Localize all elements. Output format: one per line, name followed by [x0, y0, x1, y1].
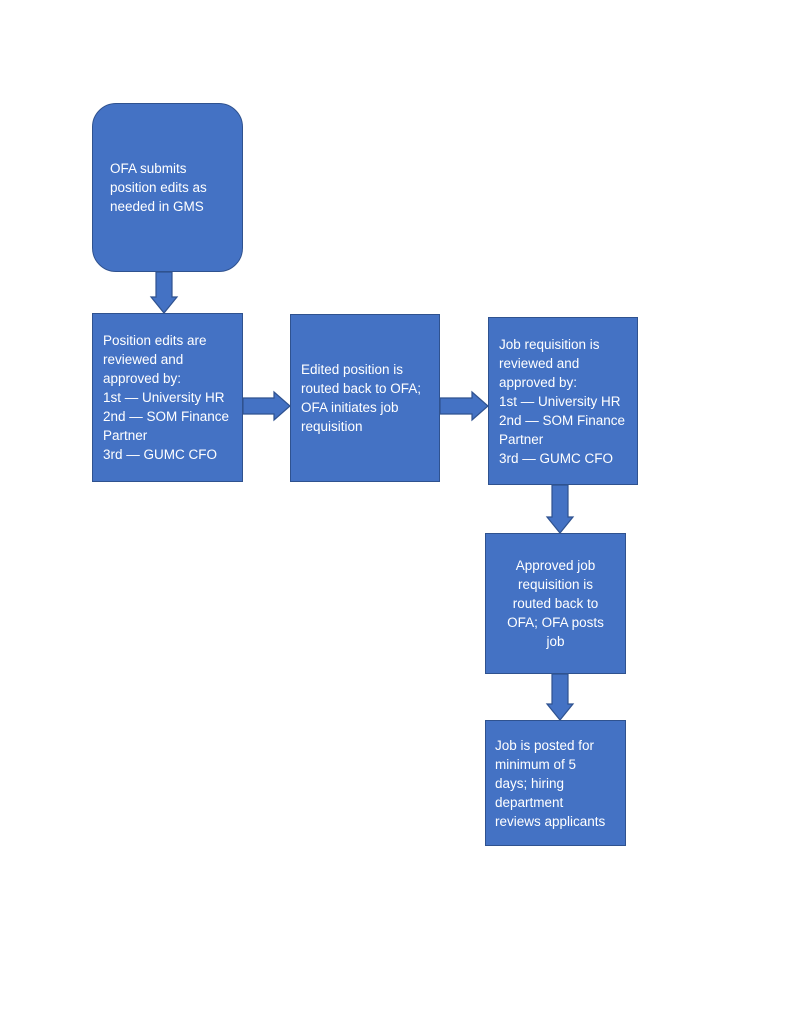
node-review-edits-line-3: approved by:: [103, 371, 182, 386]
node-approved-requisition: Approved job requisition is routed back …: [485, 533, 626, 674]
node-start-line-3: needed in GMS: [110, 199, 204, 214]
arrow-start-to-review-edits: [149, 271, 179, 314]
node-routed-back-line-4: requisition: [301, 419, 363, 434]
arrow-review-edits-to-routed-back: [242, 390, 291, 422]
node-approved-requisition-line-1: Approved job: [515, 558, 596, 573]
node-start-line-1: OFA submits: [110, 161, 187, 176]
node-review-edits-line-7: 3rd — GUMC CFO: [103, 447, 218, 462]
node-review-edits-line-4: 1st — University HR: [103, 390, 225, 405]
node-approved-requisition-line-2: requisition is: [517, 577, 594, 592]
node-approved-requisition-line-3: routed back to: [512, 596, 599, 611]
arrow-approved-to-job-posted: [545, 673, 575, 721]
node-job-posted: Job is posted for minimum of 5 days; hir…: [485, 720, 626, 846]
node-review-requisition-line-7: 3rd — GUMC CFO: [499, 450, 614, 466]
node-review-requisition-line-1: Job requisition is: [499, 336, 600, 352]
node-routed-back-line-2: routed back to OFA;: [301, 381, 422, 396]
node-review-requisition-line-5: 2nd — SOM Finance: [499, 412, 626, 428]
node-job-posted-line-1: Job is posted for: [495, 737, 595, 753]
node-review-edits-line-5: 2nd — SOM Finance: [103, 409, 230, 424]
arrow-review-requisition-to-approved: [545, 484, 575, 534]
node-review-edits: Position edits are reviewed and approved…: [92, 313, 243, 482]
node-routed-back-line-1: Edited position is: [301, 362, 404, 377]
node-start-line-2: position edits as: [110, 180, 207, 195]
node-job-posted-line-4: department: [495, 794, 564, 810]
node-review-requisition-line-4: 1st — University HR: [499, 393, 621, 409]
node-routed-back-line-3: OFA initiates job: [301, 400, 399, 415]
node-review-requisition-line-2: reviewed and: [499, 355, 580, 371]
node-review-edits-line-2: reviewed and: [103, 352, 184, 367]
node-review-requisition-line-3: approved by:: [499, 374, 578, 390]
node-approved-requisition-line-4: OFA; OFA posts: [507, 615, 604, 630]
node-routed-back: Edited position is routed back to OFA; O…: [290, 314, 440, 482]
node-approved-requisition-line-5: job: [546, 634, 565, 649]
node-review-edits-line-1: Position edits are: [103, 333, 207, 348]
arrow-routed-back-to-review-requisition: [439, 390, 489, 422]
node-job-posted-line-3: days; hiring: [495, 775, 565, 791]
node-review-edits-line-6: Partner: [103, 428, 148, 443]
node-job-posted-line-5: reviews applicants: [495, 813, 606, 829]
node-start: OFA submits position edits as needed in …: [92, 103, 243, 272]
node-review-requisition-line-6: Partner: [499, 431, 544, 447]
node-job-posted-line-2: minimum of 5: [495, 756, 577, 772]
node-review-requisition: Job requisition is reviewed and approved…: [488, 317, 638, 485]
